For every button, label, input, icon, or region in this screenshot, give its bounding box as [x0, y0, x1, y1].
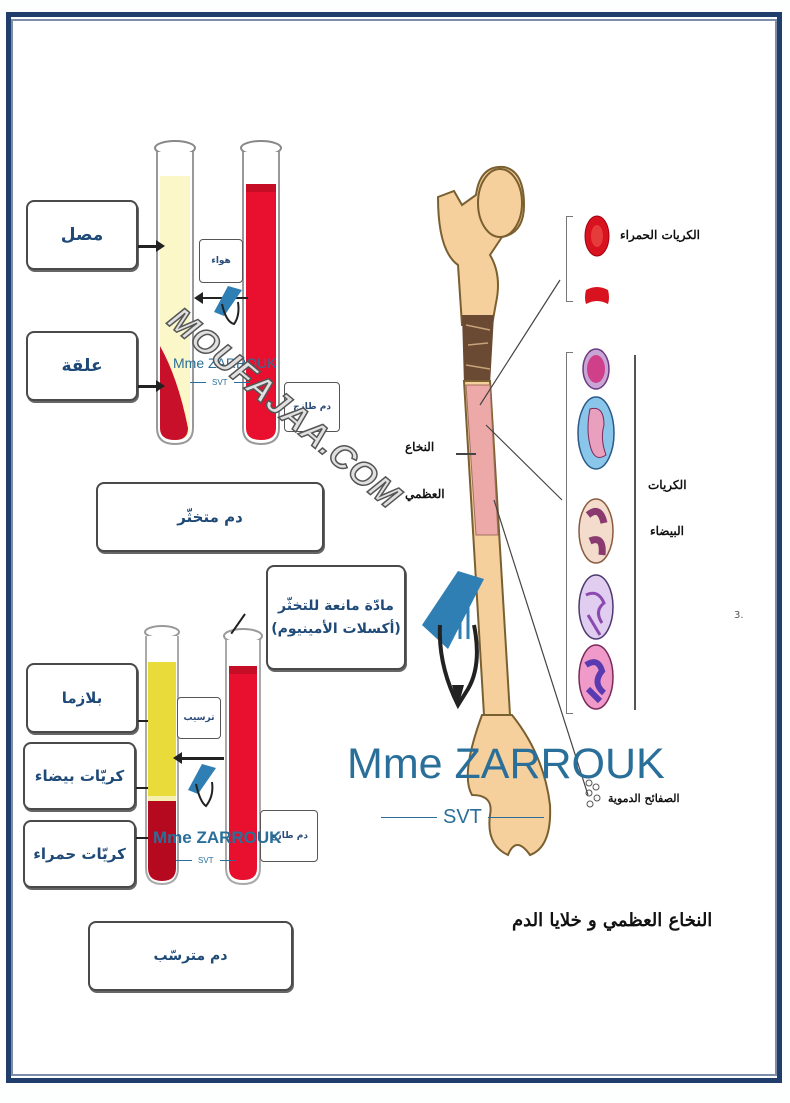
fresh-blood-label-box-bottom: دم طازج [260, 810, 318, 862]
plasma-label: بلازما [61, 689, 103, 707]
brand-watermark-small-top: Mme ZARROUK [173, 355, 277, 371]
white-cells-label-line2: البيضاء [650, 524, 684, 538]
test-tube-fresh-with-anticoagulant [223, 628, 263, 886]
white-cells-bracket [566, 352, 573, 714]
air-label-box: هواء [199, 239, 243, 283]
anticoagulant-label-box: مادّة مانعة للتخثّر (أكسلات الأمينيوم) [266, 565, 406, 670]
marrow-label-line2: العظمي [405, 487, 445, 501]
white-cells-label-box: كريّات بيضاء [23, 742, 136, 810]
red-blood-cells-icon [584, 215, 610, 304]
white-cells-label: كريّات بيضاء [34, 767, 125, 785]
coagulated-blood-title-box: دم متخثّر [96, 482, 324, 552]
sedimentation-arrow-head-icon [173, 752, 182, 764]
clot-arrow [138, 385, 158, 388]
sedimentation-label-box: ترسيب [177, 697, 221, 739]
red-cells-label: كريّات حمراء [33, 845, 126, 863]
brand-logo-icon-large [422, 571, 484, 710]
brand-watermark-large: Mme ZARROUK [347, 740, 665, 788]
white-cells-connector [136, 787, 148, 789]
marrow-label-line1: النخاع [405, 440, 435, 454]
coagulated-blood-title: دم متخثّر [177, 508, 243, 526]
white-cells-label-line1: الكريات [648, 478, 687, 492]
white-blood-cells-icon [577, 348, 615, 710]
red-cells-connector [136, 837, 148, 839]
serum-arrow [138, 245, 158, 248]
femur-bone-illustration [436, 165, 552, 857]
bone-marrow-caption: النخاع العظمي و خلايا الدم [512, 910, 713, 931]
red-cells-bracket [566, 216, 573, 302]
brand-logo-icon-small-top [214, 286, 242, 326]
serum-label-box: مصل [26, 200, 138, 270]
platelets-icon [585, 779, 601, 808]
brand-sub-large: SVT [381, 806, 544, 829]
brand-logo-icon-small-bottom [188, 764, 216, 808]
test-tube-fresh-blood [240, 140, 282, 446]
sedimentation-label: ترسيب [183, 713, 215, 723]
anticoagulant-label-line1: مادّة مانعة للتخثّر [278, 598, 394, 615]
serum-label: مصل [60, 225, 104, 245]
sedimented-blood-title: دم مترسّب [153, 948, 228, 964]
white-cells-side-line [634, 355, 636, 710]
fresh-blood-label-top: دم طازج [293, 402, 331, 412]
platelets-label: الصفائح الدموية [608, 792, 680, 805]
plasma-connector [138, 720, 148, 722]
plasma-label-box: بلازما [26, 663, 138, 733]
fresh-blood-label-bottom: دم طازج [270, 831, 308, 841]
clot-label: علقة [61, 356, 103, 376]
brand-sub-small-top: SVT [190, 378, 250, 387]
clot-label-box: علقة [26, 331, 138, 401]
air-label: هواء [211, 256, 231, 266]
test-tube-sedimented [144, 625, 180, 886]
fresh-blood-label-box-top: دم طازج [284, 382, 340, 432]
transition-arrow-head-icon [194, 292, 203, 304]
sedimentation-arrow [180, 757, 224, 760]
serum-arrow-head-icon [156, 240, 165, 252]
test-tube-coagulated [154, 140, 196, 446]
red-cells-label: الكريات الحمراء [620, 228, 700, 242]
leader-lines [456, 279, 589, 796]
clot-arrow-head-icon [156, 380, 165, 392]
brand-watermark-small-bottom: Mme ZARROUK [153, 828, 282, 847]
page-frame-outer [6, 12, 782, 1083]
red-cells-label-box: كريّات حمراء [23, 820, 136, 888]
brand-sub-small-bottom: SVT [176, 856, 236, 865]
anticoagulant-label-line2: (أكسلات الأمينيوم) [271, 620, 401, 637]
stray-mark: 3. [734, 610, 744, 621]
sedimented-blood-title-box: دم مترسّب [88, 921, 293, 991]
